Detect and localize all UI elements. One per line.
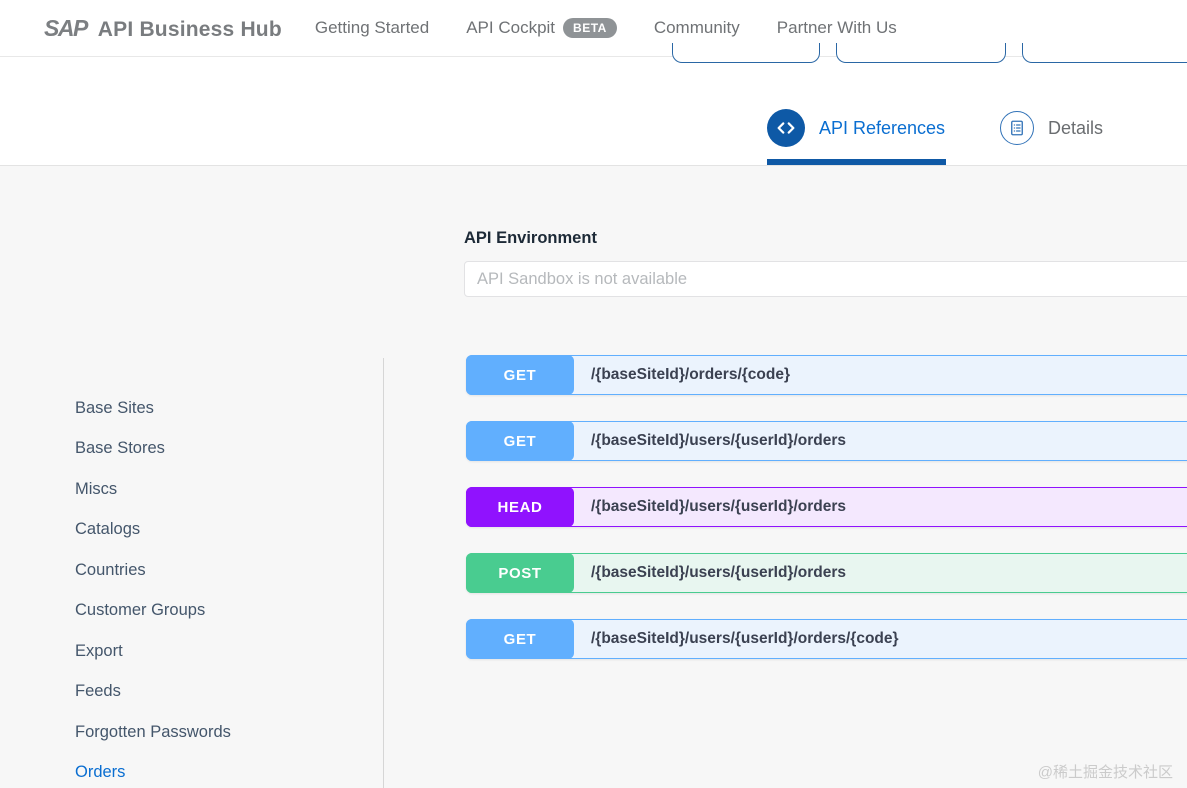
sap-logo: SAP <box>44 14 88 41</box>
app-title: API Business Hub <box>97 17 282 41</box>
endpoint-path: /{baseSiteId}/users/{userId}/orders <box>591 498 847 515</box>
sidebar-item-catalogs[interactable]: Catalogs <box>75 520 141 539</box>
main-nav: Getting Started API Cockpit BETA Community P… <box>315 18 897 38</box>
sidebar-item-base-sites[interactable]: Base Sites <box>75 398 154 417</box>
nav-item-label: Community <box>653 18 740 37</box>
sidebar-item-base-stores[interactable]: Base Stores <box>75 439 165 458</box>
api-environment-label: API Environment <box>464 229 597 247</box>
sidebar-item-orders[interactable]: Orders <box>75 763 126 782</box>
nav-item-api-cockpit[interactable]: API Cockpit BETA <box>466 18 617 38</box>
sidebar-item-feeds[interactable]: Feeds <box>75 682 121 701</box>
endpoint-row[interactable]: GET /{baseSiteId}/users/{userId}/orders/{… <box>466 619 1187 659</box>
sidebar-item-forgotten-passwords[interactable]: Forgotten Passwords <box>75 722 231 741</box>
brand[interactable]: SAP API Business Hub <box>44 15 282 42</box>
active-tab-underline <box>767 159 946 165</box>
method-badge: GET <box>466 355 574 395</box>
partial-button-2[interactable] <box>836 43 1006 63</box>
tab-bar: API References Details <box>0 57 1187 166</box>
endpoint-path: /{baseSiteId}/orders/{code} <box>591 366 790 383</box>
nav-item-label: Partner With Us <box>776 18 897 37</box>
endpoint-row[interactable]: GET /{baseSiteId}/orders/{code} <box>466 355 1187 395</box>
partial-button-3[interactable] <box>1022 43 1187 63</box>
tab-api-references[interactable]: API References <box>767 109 945 147</box>
endpoint-list: GET /{baseSiteId}/orders/{code} GET /{baseS… <box>466 355 1187 685</box>
endpoint-row[interactable]: GET /{baseSiteId}/users/{userId}/orders <box>466 421 1187 461</box>
nav-item-community[interactable]: Community <box>654 18 740 38</box>
tab-label-api-references: API References <box>819 117 946 138</box>
sidebar-divider <box>383 358 384 788</box>
sidebar-item-export[interactable]: Export <box>75 641 123 660</box>
api-environment-input[interactable] <box>464 261 1187 297</box>
endpoint-path: /{baseSiteId}/users/{userId}/orders/{cod… <box>591 630 899 647</box>
endpoint-row[interactable]: POST /{baseSiteId}/users/{userId}/orders <box>466 553 1187 593</box>
code-brackets-icon <box>767 109 805 147</box>
method-badge: GET <box>466 619 574 659</box>
sidebar-item-countries[interactable]: Countries <box>75 560 146 579</box>
nav-item-partner-with-us[interactable]: Partner With Us <box>777 18 897 38</box>
endpoint-path: /{baseSiteId}/users/{userId}/orders <box>591 432 847 449</box>
sidebar-item-customer-groups[interactable]: Customer Groups <box>75 601 206 620</box>
top-navbar: SAP API Business Hub Getting Started API … <box>0 0 1187 57</box>
nav-item-label: API Cockpit <box>466 18 556 37</box>
tab-details[interactable]: Details <box>1000 111 1103 145</box>
document-list-icon <box>1000 111 1034 145</box>
nav-item-label: Getting Started <box>314 18 430 37</box>
method-badge: POST <box>466 553 574 593</box>
endpoint-row[interactable]: HEAD /{baseSiteId}/users/{userId}/orders <box>466 487 1187 527</box>
method-badge: GET <box>466 421 574 461</box>
method-badge: HEAD <box>466 487 574 527</box>
endpoint-path: /{baseSiteId}/users/{userId}/orders <box>591 564 847 581</box>
nav-item-getting-started[interactable]: Getting Started <box>315 18 429 38</box>
sidebar-item-miscs[interactable]: Miscs <box>75 479 118 498</box>
partial-button-1[interactable] <box>672 43 820 63</box>
tab-label-details: Details <box>1048 117 1104 138</box>
watermark: @稀土掘金技术社区 <box>1037 764 1173 781</box>
beta-badge: BETA <box>563 18 617 38</box>
